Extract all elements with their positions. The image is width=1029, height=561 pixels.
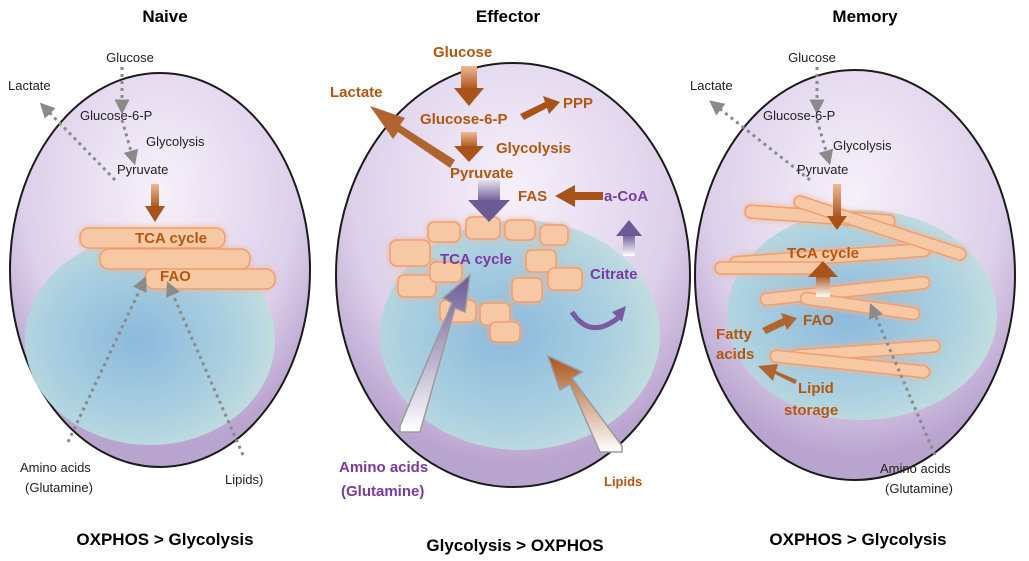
- memory-fatty2: acids: [716, 346, 754, 363]
- effector-mitochondria: [389, 216, 583, 343]
- memory-pyruvate: Pyruvate: [797, 162, 848, 177]
- memory-amino2: (Glutamine): [885, 481, 953, 496]
- memory-lipid1: Lipid: [798, 380, 834, 397]
- naive-dotted-arrows: [39, 67, 245, 456]
- naive-amino1: Amino acids: [20, 460, 91, 475]
- effector-purple-arrows: [399, 180, 642, 433]
- memory-lipid2: storage: [784, 402, 838, 419]
- effector-lipids: Lipids: [604, 474, 642, 489]
- effector-citrate: Citrate: [590, 266, 638, 283]
- effector-amino2: (Glutamine): [341, 483, 424, 500]
- memory-fatty1: Fatty: [716, 326, 752, 343]
- effector-ppp: PPP: [563, 95, 593, 112]
- effector-summary: Glycolysis > OXPHOS: [426, 536, 603, 555]
- effector-lactate: Lactate: [330, 84, 383, 101]
- effector-g6p: Glucose-6-P: [420, 111, 508, 128]
- effector-title: Effector: [476, 7, 541, 26]
- naive-glucose: Glucose: [106, 50, 154, 65]
- memory-orange-arrows: [758, 184, 847, 384]
- effector-tca: TCA cycle: [440, 251, 512, 268]
- memory-tca: TCA cycle: [787, 245, 859, 262]
- effector-amino1: Amino acids: [339, 459, 428, 476]
- memory-glucose: Glucose: [788, 50, 836, 65]
- effector-pyruvate: Pyruvate: [450, 165, 513, 182]
- memory-summary: OXPHOS > Glycolysis: [769, 530, 946, 549]
- memory-amino1: Amino acids: [880, 461, 951, 476]
- naive-title: Naive: [142, 7, 187, 26]
- naive-lactate: Lactate: [8, 78, 51, 93]
- effector-panel: Effector: [330, 7, 691, 555]
- naive-g6p: Glucose-6-P: [80, 108, 152, 123]
- memory-nucleus: [727, 210, 997, 420]
- effector-orange-arrows: [370, 66, 623, 453]
- naive-panel: Naive Glucose Lactate Glucose-6-P Glycol…: [8, 7, 311, 549]
- memory-title: Memory: [832, 7, 898, 26]
- memory-lactate: Lactate: [690, 78, 733, 93]
- naive-tca: TCA cycle: [135, 230, 207, 247]
- naive-lipids: Lipids): [225, 472, 263, 487]
- memory-dotted-arrows: [709, 67, 937, 456]
- naive-summary: OXPHOS > Glycolysis: [76, 530, 253, 549]
- effector-glucose: Glucose: [433, 44, 492, 61]
- naive-amino2: (Glutamine): [25, 480, 93, 495]
- memory-panel: Memory: [690, 7, 1016, 549]
- memory-g6p: Glucose-6-P: [763, 108, 835, 123]
- naive-glycolysis: Glycolysis: [146, 134, 205, 149]
- naive-fao: FAO: [160, 268, 191, 285]
- naive-pyruvate: Pyruvate: [117, 162, 168, 177]
- effector-acoa: a-CoA: [604, 188, 648, 205]
- memory-fao: FAO: [803, 312, 834, 329]
- naive-pyruvate-arrow: [145, 184, 165, 222]
- effector-fas: FAS: [518, 188, 547, 205]
- memory-glycolysis: Glycolysis: [833, 138, 892, 153]
- effector-glycolysis: Glycolysis: [496, 140, 571, 157]
